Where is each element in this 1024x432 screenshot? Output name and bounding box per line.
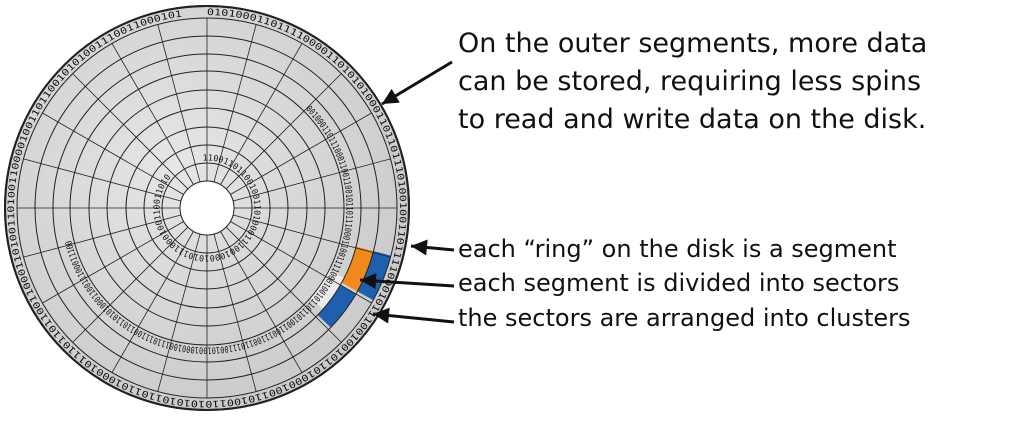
track-ring [88,89,326,327]
sector-divider-line [157,24,201,183]
sector-divider-line [213,24,257,183]
cluster-note: the sectors are arranged into clusters [458,304,911,332]
light-sector [310,270,345,310]
sector-divider-line [230,112,372,195]
sector-divider-line [42,221,184,304]
sector-divider-line [72,73,189,190]
sector-divider-line [23,214,182,258]
track-ring [16,17,398,399]
outer-note-line-1: On the outer segments, more data [458,28,927,59]
sector-divider-line [23,158,182,202]
sector-divider-line [232,158,391,202]
sector-divider-line [111,43,194,185]
sector-divider-line [42,112,184,195]
sector-divider-line [225,226,342,343]
track-ring [143,144,271,272]
disk: 0101000110111100001101010100011011011101… [4,5,410,411]
track-ring [34,35,380,381]
callout-labels: On the outer segments, more data can be s… [359,28,927,332]
sector-divider-line [220,231,303,373]
outer-note-line-2: can be stored, requiring less spins [458,66,921,97]
sector-divider-line [157,233,201,392]
sector-divider-line [111,231,194,373]
track-ring [125,126,289,290]
track-ring [52,53,362,363]
track-ring [69,70,345,346]
cluster-note-arrow-head [373,307,390,324]
ring-note-arrow-head [411,239,428,256]
sector-divider-line [72,226,189,343]
sector-divider-line [213,233,257,392]
outer-note-arrow-head [382,88,400,104]
cluster-sector-inner [317,285,356,328]
spindle-hole [179,180,235,236]
sector-divider-line [225,73,342,190]
outer-note-line-3: to read and write data on the disk. [458,104,926,135]
highlighted-sector [341,246,374,292]
track-ring [4,5,410,411]
sector-divider-line [220,43,303,185]
sector-note: each segment is divided into sectors [458,269,899,297]
sector-divider-line [230,221,372,304]
track-ring [161,162,253,254]
ring-note: each “ring” on the disk is a segment [458,235,897,263]
sector-divider-line [232,214,391,258]
sector-note-arrow-head [360,273,377,290]
track-ring [106,107,308,309]
